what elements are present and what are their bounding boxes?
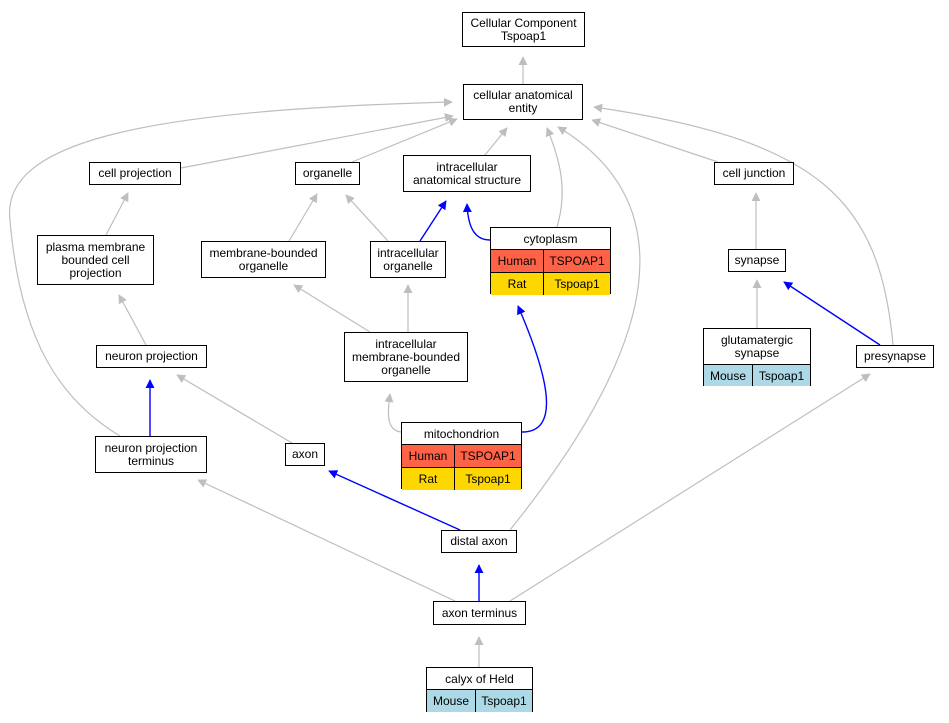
gene-cell: Tspoap1: [554, 277, 600, 291]
human-row: Human TSPOAP1: [491, 250, 610, 273]
edge-pmbcp-to-cellproj: [105, 192, 129, 236]
node-synapse[interactable]: synapse: [728, 249, 786, 272]
edge-distalaxon-to-cae: [509, 126, 641, 531]
gene-cell: Tspoap1: [481, 694, 527, 708]
edge-axon-to-neuronproj: [176, 374, 293, 444]
edge-mitochondrion-to-cytoplasm: [517, 305, 548, 433]
gene-cell: Tspoap1: [758, 368, 805, 383]
gene-cell: TSPOAP1: [460, 449, 516, 463]
node-cellular-anatomical-entity[interactable]: cellular anatomical entity: [463, 84, 583, 120]
node-axon[interactable]: axon: [285, 443, 325, 466]
node-calyx-of-held[interactable]: calyx of Held Mouse Tspoap1: [426, 667, 533, 712]
edge-axonterminus-to-npt: [197, 479, 456, 602]
edge-io-to-organelle: [345, 194, 389, 242]
species-cell: Human: [402, 445, 455, 467]
edge-cellproj-to-cae: [180, 113, 454, 169]
species-cell: Rat: [402, 468, 455, 490]
node-neuron-projection[interactable]: neuron projection: [96, 345, 207, 368]
species-cell: Mouse: [427, 690, 476, 712]
node-cytoplasm[interactable]: cytoplasm Human TSPOAP1 Rat Tspoap1: [490, 227, 611, 295]
node-title: mitochondrion: [402, 423, 521, 445]
node-membrane-bounded-organelle[interactable]: membrane-bounded organelle: [201, 241, 326, 278]
rat-row: Rat Tspoap1: [491, 273, 610, 295]
edge-imbo-to-mbo: [293, 284, 371, 333]
mouse-row: Mouse Tspoap1: [704, 365, 810, 386]
edge-mitochondrion-to-imbo: [384, 393, 402, 433]
node-intracellular-anatomical-structure[interactable]: intracellular anatomical structure: [403, 155, 531, 192]
edge-npt-to-cae: [8, 97, 453, 437]
species-cell: Mouse: [704, 365, 753, 386]
edge-presynapse-to-cae: [593, 103, 894, 346]
rat-row: Rat Tspoap1: [402, 468, 521, 490]
node-glutamatergic-synapse[interactable]: glutamatergic synapse Mouse Tspoap1: [703, 328, 811, 386]
edge-neuronproj-to-pmbcp: [118, 294, 147, 346]
edge-presynapse-to-synapse: [783, 281, 881, 346]
node-intracellular-membrane-bounded-organelle[interactable]: intracellular membrane-bounded organelle: [344, 332, 468, 382]
edge-cytoplasm-to-cae: [545, 127, 563, 228]
node-organelle[interactable]: organelle: [295, 162, 360, 185]
human-row: Human TSPOAP1: [402, 445, 521, 468]
species-cell: Rat: [491, 273, 544, 295]
mouse-row: Mouse Tspoap1: [427, 690, 532, 712]
node-plasma-membrane-bounded-cell-projection[interactable]: plasma membrane bounded cell projection: [37, 235, 154, 285]
node-presynapse[interactable]: presynapse: [856, 345, 934, 368]
node-neuron-projection-terminus[interactable]: neuron projection terminus: [95, 436, 207, 473]
edge-mbo-to-organelle: [288, 193, 318, 242]
edge-cytoplasm-to-ias: [462, 203, 491, 241]
species-cell: Human: [491, 250, 544, 272]
gene-cell: Tspoap1: [465, 472, 511, 486]
node-distal-axon[interactable]: distal axon: [441, 530, 517, 553]
edge-ias-to-cae: [484, 127, 508, 156]
edge-celljunction-to-cae: [591, 118, 719, 163]
node-cell-junction[interactable]: cell junction: [714, 162, 794, 185]
edge-organelle-to-cae: [351, 117, 458, 163]
gene-cell: TSPOAP1: [549, 254, 605, 268]
node-intracellular-organelle[interactable]: intracellular organelle: [370, 241, 446, 278]
edge-axonterminus-to-presynapse: [509, 373, 871, 602]
node-axon-terminus[interactable]: axon terminus: [433, 601, 526, 625]
node-title: glutamatergic synapse: [704, 329, 810, 365]
node-title: calyx of Held: [427, 668, 532, 690]
node-mitochondrion[interactable]: mitochondrion Human TSPOAP1 Rat Tspoap1: [401, 422, 522, 490]
edge-io-to-ias: [419, 200, 447, 242]
node-title: cytoplasm: [491, 228, 610, 250]
edge-distalaxon-to-axon: [328, 470, 461, 531]
node-cellular-component[interactable]: Cellular Component Tspoap1: [462, 12, 585, 47]
node-cell-projection[interactable]: cell projection: [89, 162, 181, 185]
